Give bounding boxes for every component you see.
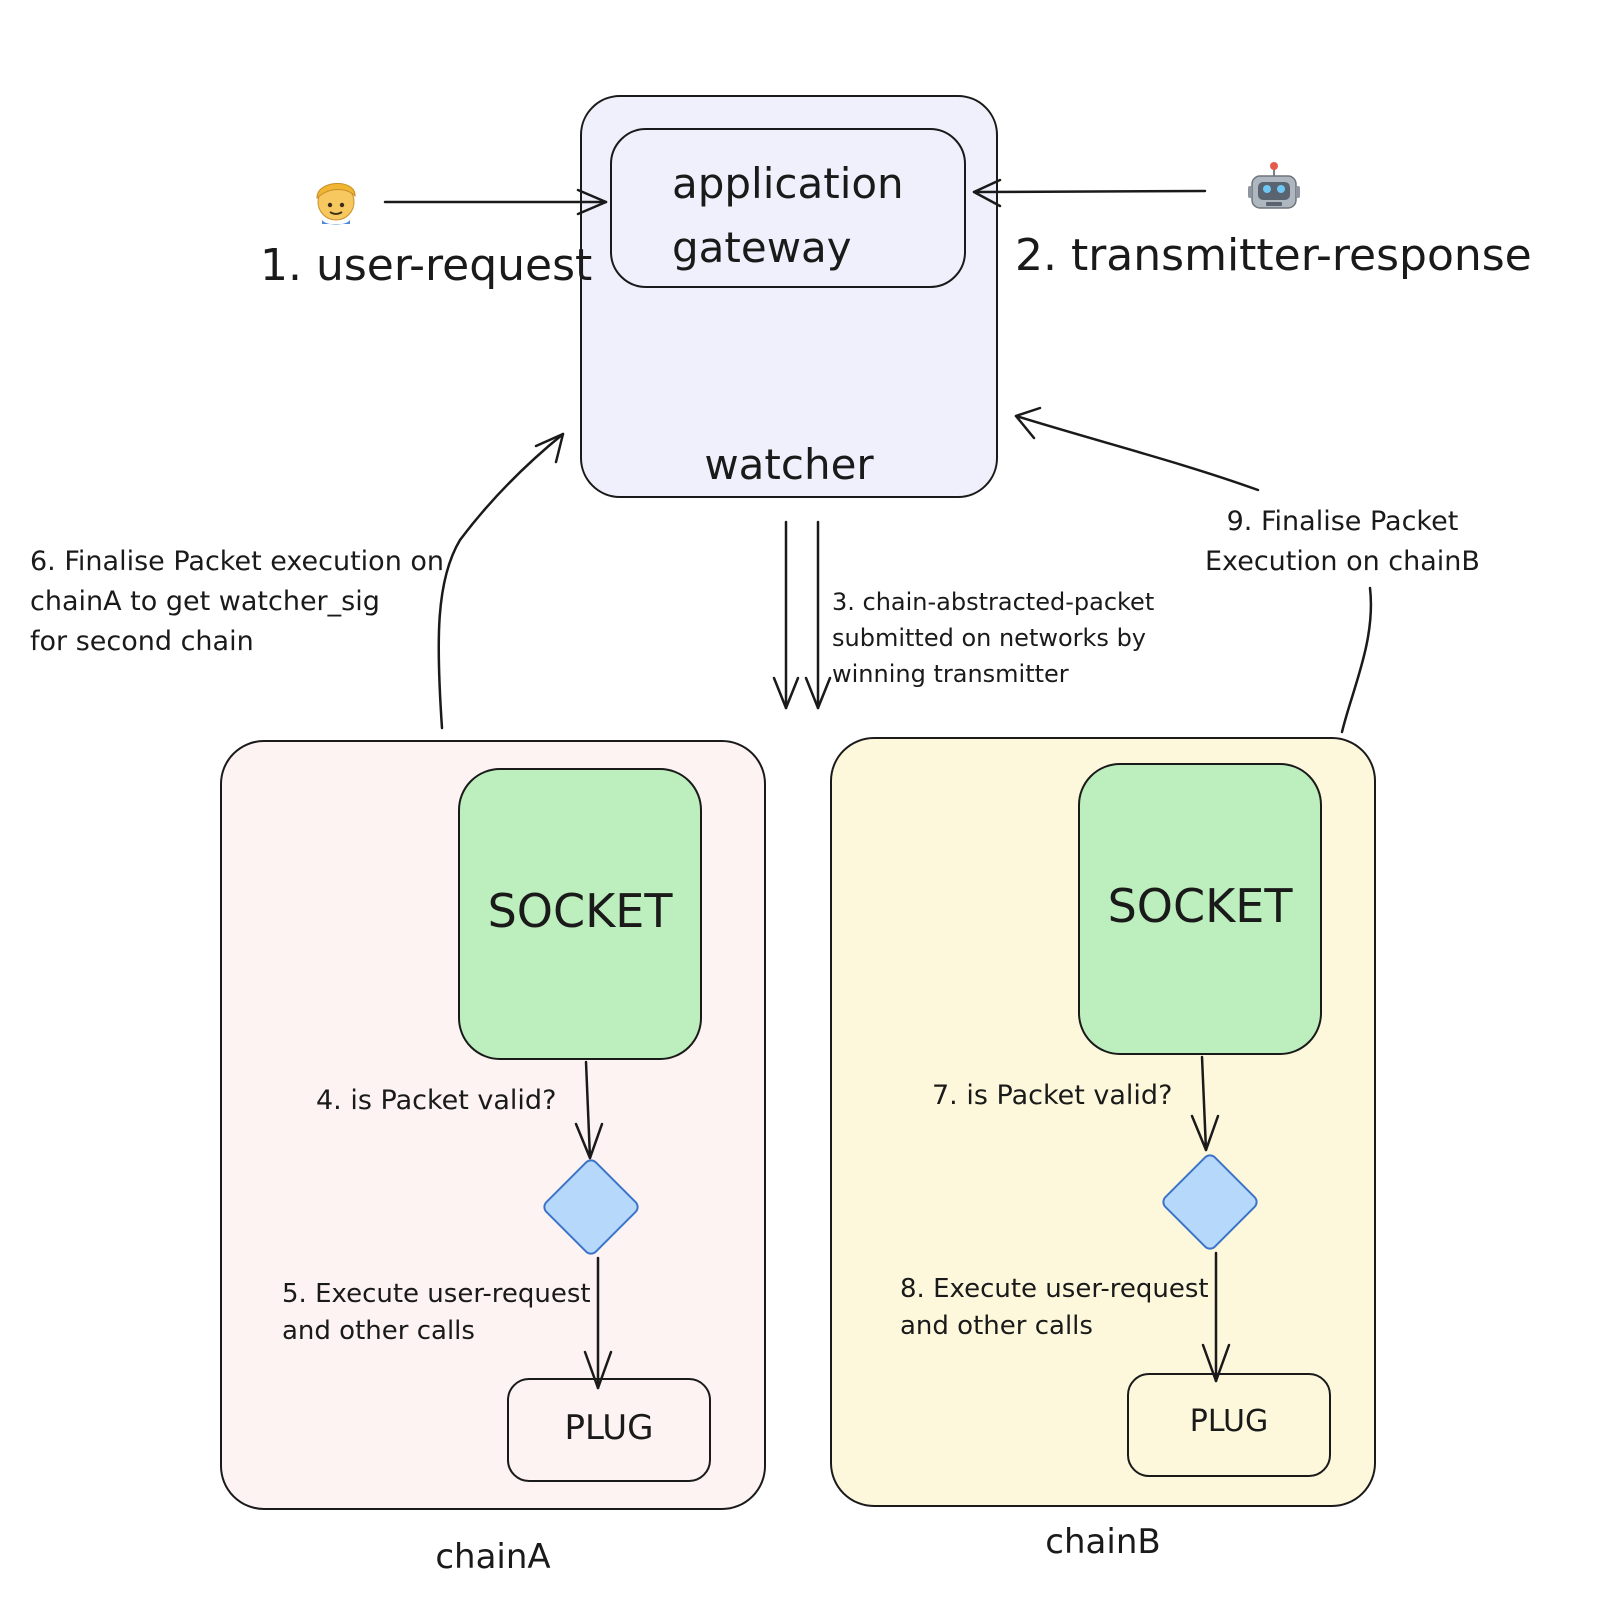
arrow-chainB-check — [1200, 1055, 1208, 1152]
step9-label: 9. Finalise Packet Execution on chainB — [1205, 506, 1480, 577]
chainA-socket-box — [458, 768, 702, 1060]
transmitter-response-label: 2. transmitter-response — [1015, 230, 1532, 281]
step6-label: 6. Finalise Packet execution on chainA t… — [30, 546, 445, 657]
chainB-socket-box — [1078, 763, 1322, 1055]
user-request-label: 1. user-request — [260, 240, 593, 291]
watcher-label: watcher — [704, 440, 874, 489]
person-icon — [316, 183, 356, 225]
robot-icon — [1248, 162, 1300, 209]
arrow-finalise-chainB — [1340, 586, 1373, 734]
chainA-plug-box — [507, 1378, 711, 1482]
chainA-socket-label: SOCKET — [487, 884, 673, 938]
arrow-finalise-chainA — [437, 432, 565, 730]
arrow-transmitter-response — [972, 189, 1207, 194]
chainA-check-label: 4. is Packet valid? — [316, 1085, 557, 1116]
application-gateway-box — [610, 128, 966, 288]
chainA-label: chainA — [435, 1537, 551, 1577]
chainB-plug-box — [1127, 1373, 1331, 1477]
chainB-execute-label: 8. Execute user-request and other calls — [900, 1274, 1209, 1341]
chainA-plug-label: PLUG — [564, 1408, 654, 1448]
chainB-plug-label: PLUG — [1189, 1404, 1269, 1439]
arrow-chainA-check — [584, 1060, 592, 1160]
chainB-label: chainB — [1045, 1522, 1161, 1562]
step3-label: 3. chain-abstracted-packet submitted on … — [832, 588, 1155, 688]
application-gateway-label: application gateway — [672, 159, 904, 272]
arrow-finalise-chainB-head — [1014, 414, 1260, 492]
chainB-socket-label: SOCKET — [1107, 879, 1293, 933]
chainB-check-label: 7. is Packet valid? — [932, 1080, 1173, 1111]
chainA-execute-label: 5. Execute user-request and other calls — [282, 1279, 591, 1346]
